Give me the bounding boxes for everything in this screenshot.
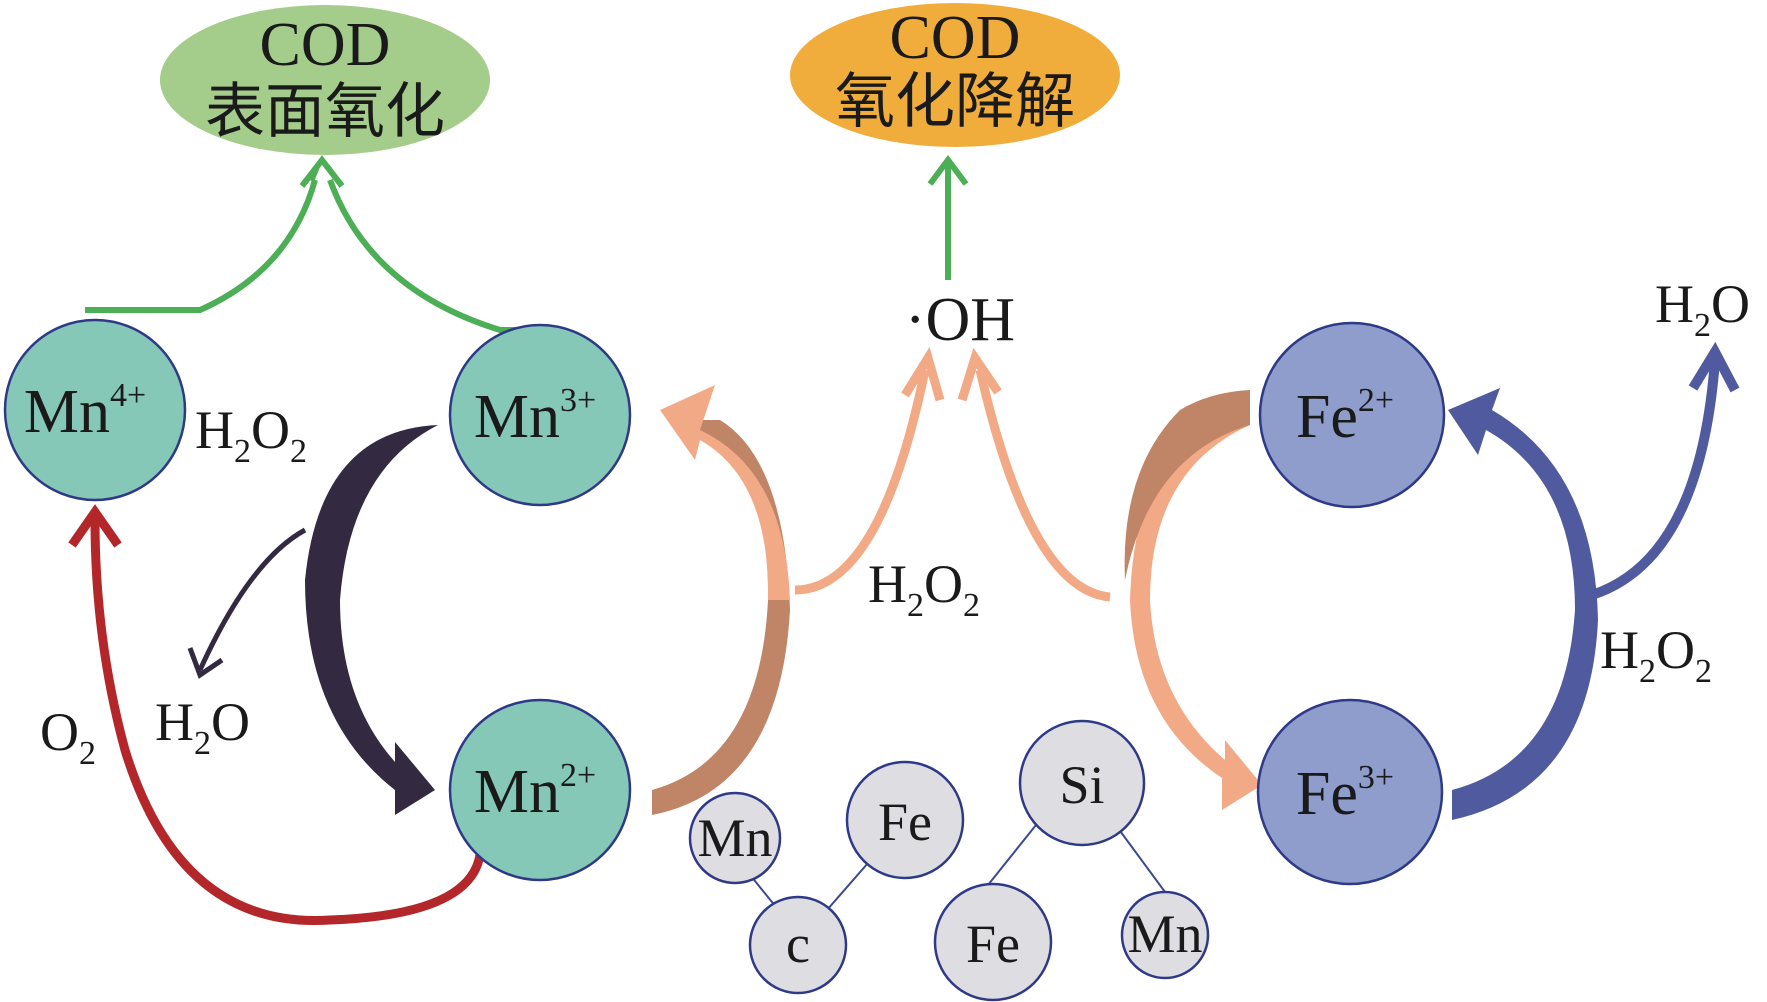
peach-arrow-mn2-to-mn3 (652, 385, 790, 815)
green-arrows (85, 155, 969, 333)
svg-text:Mn2+: Mn2+ (474, 757, 596, 826)
arrowhead-icon (927, 155, 969, 186)
blue-arrow-fe3-to-fe2 (1448, 341, 1740, 820)
ion-mn4: Mn4+ (3, 318, 187, 502)
ion-symbol: Mn (474, 758, 560, 826)
atom-label: Mn (1127, 904, 1202, 964)
atom-circle (845, 760, 965, 880)
arrowhead-icon (901, 347, 945, 402)
atom-cluster-1: Mn Fe c (688, 760, 965, 995)
atom-circle (1120, 890, 1210, 980)
hydroxyl-radical-label: ·OH (905, 286, 1015, 354)
h2o2-label-mn: H2O2 (195, 400, 307, 470)
svg-text:Fe3+: Fe3+ (1296, 759, 1394, 828)
ion-symbol: Fe (1296, 383, 1358, 451)
arrowhead-icon (957, 347, 1002, 402)
svg-text:Mn3+: Mn3+ (474, 382, 596, 451)
h2o2-label-fe: H2O2 (1600, 620, 1712, 690)
arrowhead-icon (187, 647, 224, 679)
atom-circle (933, 882, 1053, 1002)
atom-circle (1018, 719, 1146, 847)
ion-charge: 2+ (1358, 382, 1394, 419)
ion-mn3: Mn3+ (448, 323, 632, 507)
cod-label: COD (260, 11, 391, 79)
cod-oxidative-degradation-ellipse: COD 氧化降解 (790, 3, 1120, 147)
ion-fe3: Fe3+ (1256, 698, 1444, 886)
surface-oxidation-label: 表面氧化 (205, 79, 445, 145)
h2o-label-mn: H2O (155, 692, 250, 762)
ion-mn2: Mn2+ (448, 698, 632, 882)
atom-circle (748, 895, 848, 995)
oxidative-degradation-label: 氧化降解 (835, 69, 1075, 135)
svg-text:Fe2+: Fe2+ (1296, 382, 1394, 451)
atom-circle (688, 791, 782, 885)
atom-label: Fe (966, 914, 1020, 974)
atom-cluster-2: Si Fe Mn (933, 719, 1210, 1002)
ion-charge: 4+ (110, 377, 146, 414)
h2o-label-fe: H2O (1655, 274, 1750, 344)
svg-text:Mn4+: Mn4+ (24, 377, 146, 446)
o2-label: O2 (40, 702, 96, 772)
peach-arrow-to-oh-left (794, 347, 945, 595)
arrowhead-icon (1688, 341, 1740, 393)
atom-label: Mn (697, 808, 772, 868)
arrowhead-icon (68, 504, 122, 548)
ion-fe2: Fe2+ (1258, 321, 1446, 509)
ion-charge: 3+ (1358, 759, 1394, 796)
dark-arrow-mn3-to-mn2 (187, 390, 438, 815)
ion-symbol: Mn (474, 383, 560, 451)
ion-charge: 3+ (560, 382, 596, 419)
cod-surface-oxidation-ellipse: COD 表面氧化 (160, 5, 490, 155)
peach-arrow-to-oh-right (957, 347, 1111, 602)
ion-charge: 2+ (560, 757, 596, 794)
h2o2-label-center: H2O2 (868, 554, 980, 624)
atom-label: c (786, 914, 810, 974)
ion-symbol: Mn (24, 378, 110, 446)
atom-label: Fe (878, 792, 932, 852)
cod-label: COD (890, 4, 1021, 72)
atom-label: Si (1059, 755, 1104, 815)
ion-symbol: Fe (1296, 760, 1358, 828)
brown-arrow-fe2-to-fe3 (1124, 390, 1262, 810)
red-arrow-mn2-to-mn4 (68, 504, 485, 926)
arrowhead-icon (299, 155, 345, 188)
